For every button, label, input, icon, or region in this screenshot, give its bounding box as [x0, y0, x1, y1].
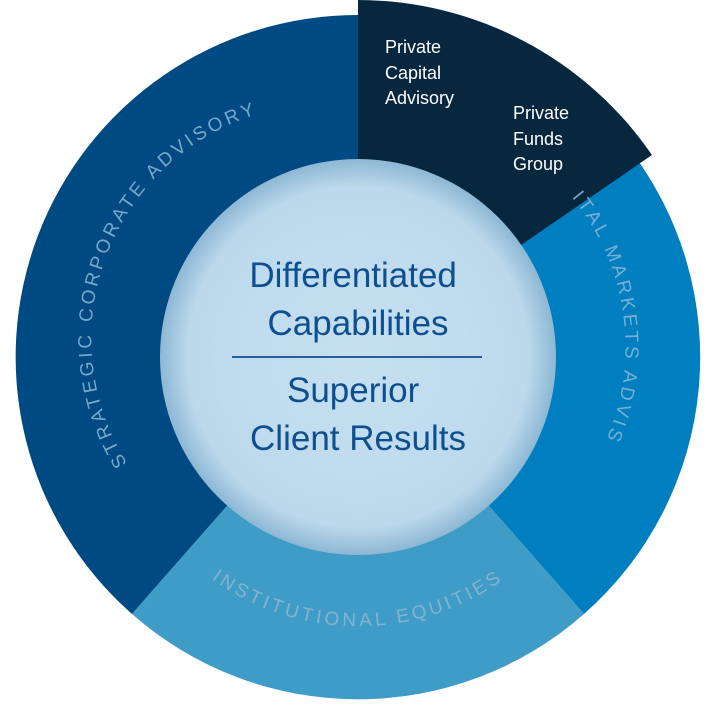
- private-funds-group-line: Funds: [513, 129, 563, 149]
- private-capital-advisory-label: Private Capital Advisory: [385, 37, 454, 108]
- differentiated-capabilities-text: Differentiated Capabilities: [249, 256, 466, 343]
- private-funds-group-line: Private: [513, 103, 569, 123]
- private-funds-group-line: Group: [513, 154, 563, 174]
- center-top-line: Differentiated: [249, 256, 457, 295]
- private-capital-advisory-line: Capital: [385, 63, 441, 83]
- superior-client-results-text: Superior Client Results: [250, 371, 466, 458]
- center-top-line: Capabilities: [268, 304, 449, 343]
- center-bottom-line: Superior: [287, 371, 420, 410]
- private-capital-advisory-line: Private: [385, 37, 441, 57]
- private-funds-group-label: Private Funds Group: [513, 103, 574, 174]
- center-bottom-line: Client Results: [250, 419, 466, 458]
- private-capital-advisory-line: Advisory: [385, 88, 454, 108]
